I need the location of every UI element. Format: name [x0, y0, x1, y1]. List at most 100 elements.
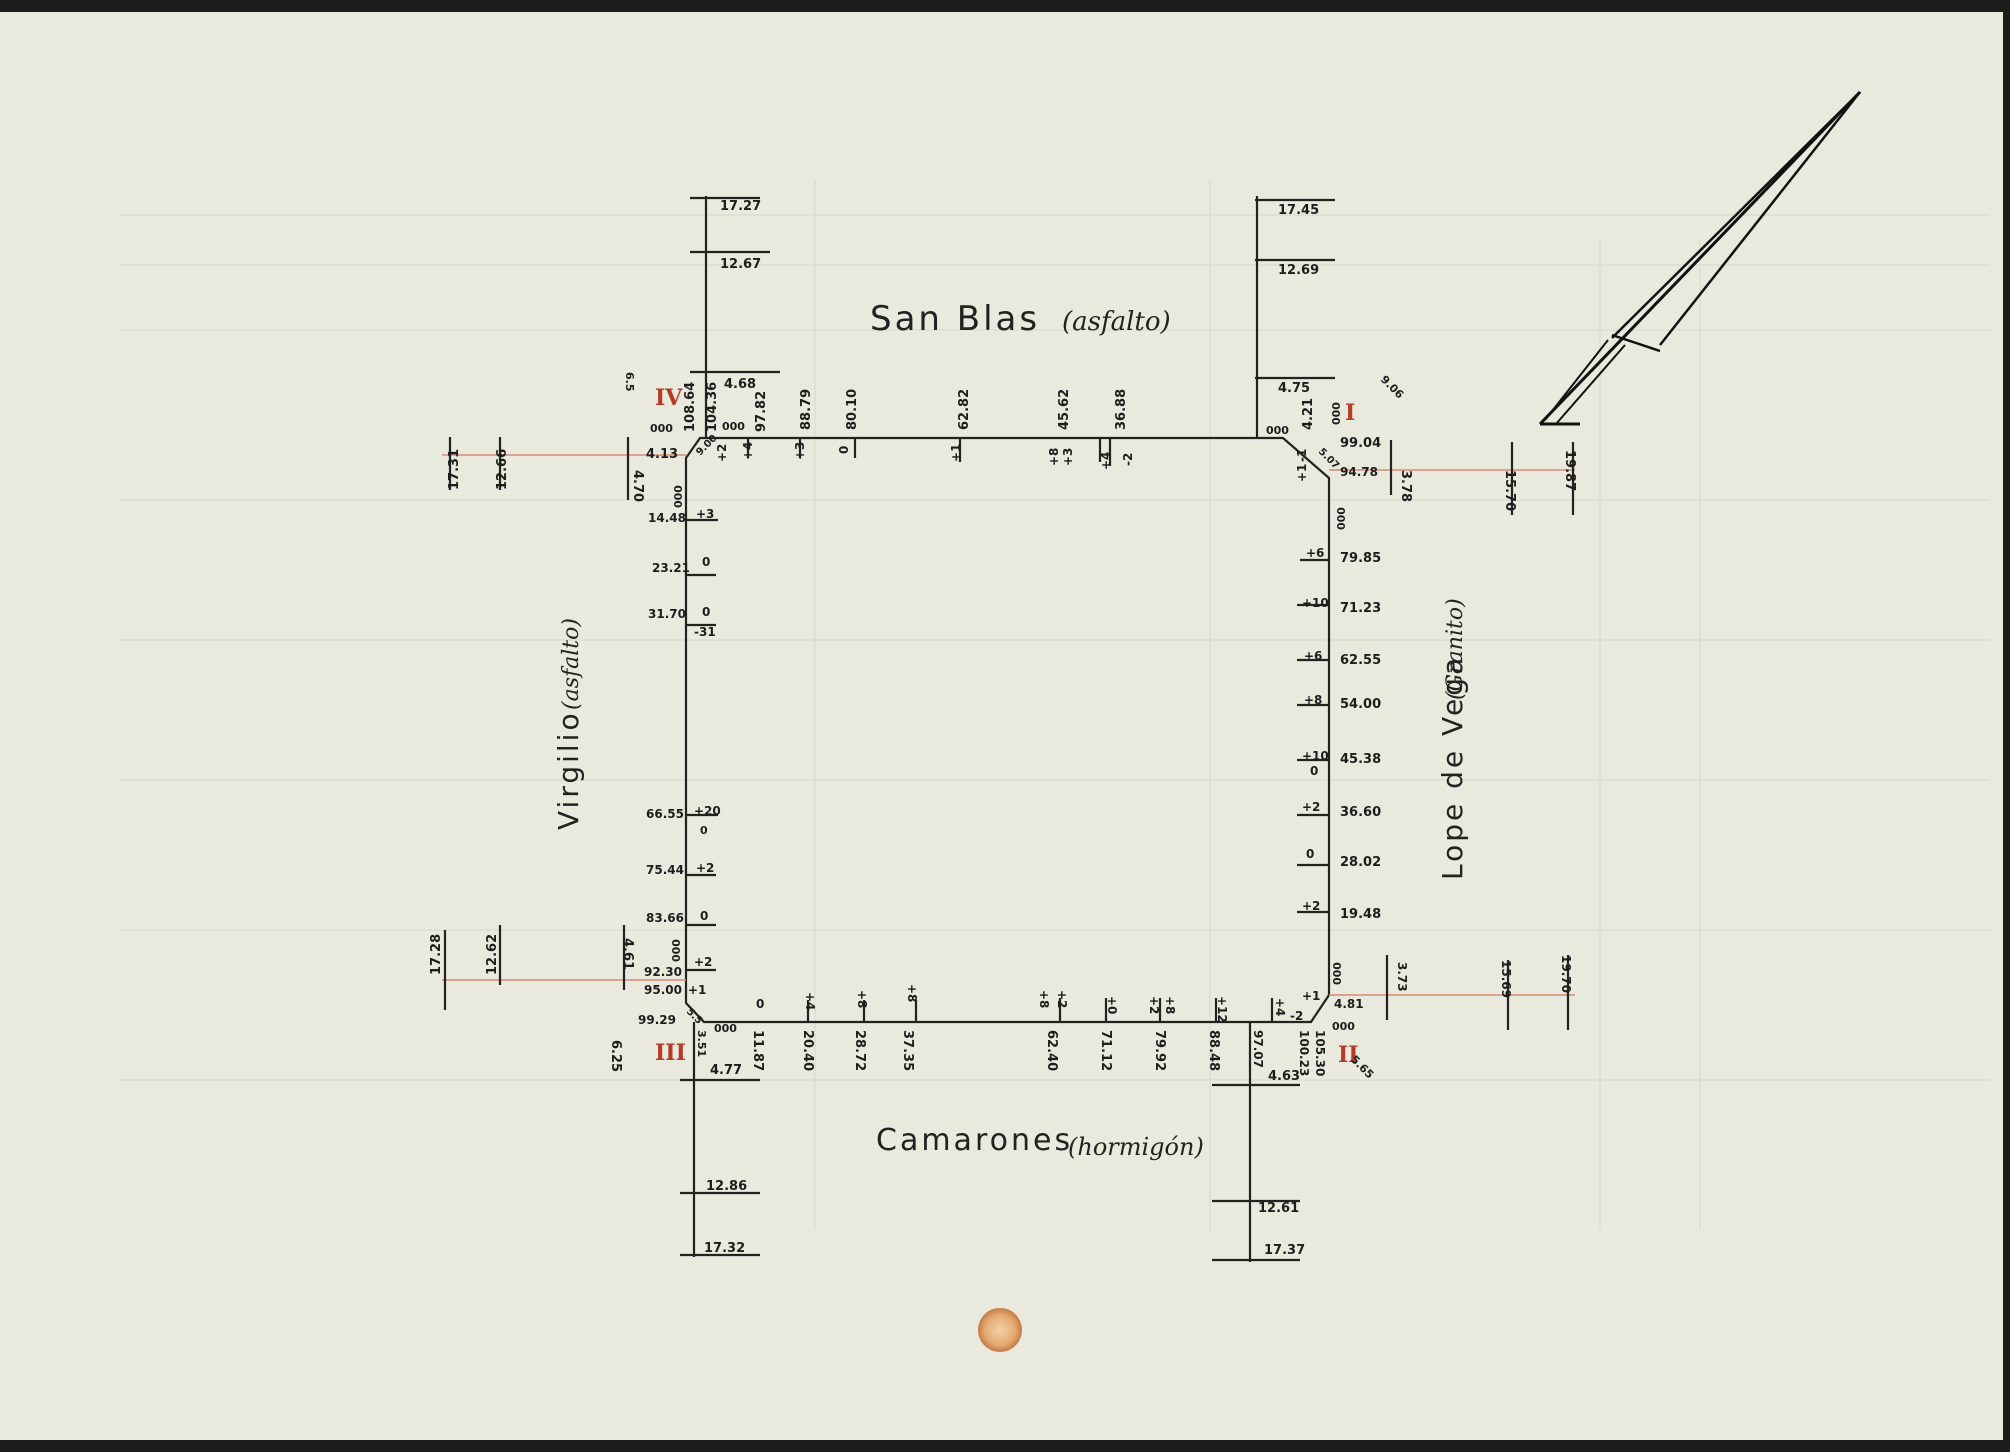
n-offset: +8 — [1047, 448, 1061, 466]
offset-ticks — [686, 438, 1329, 1022]
n-offset: -2 — [1121, 453, 1135, 466]
w-station: 75.44 — [646, 863, 684, 877]
tie-ne-top: 12.69 — [1278, 263, 1319, 278]
tie-ne-top: 17.45 — [1278, 203, 1319, 218]
tie-sw-left: 12.62 — [485, 934, 500, 975]
n-zero: 000 — [1330, 402, 1343, 425]
w-offset: +2 — [696, 861, 714, 875]
tie-ne-right: 3.78 — [1398, 470, 1413, 502]
s-offset: +8 — [1037, 990, 1051, 1008]
street-west-name: Virgilio — [552, 710, 585, 830]
east-stations: 99.04 94.78 79.85 71.23 62.55 54.00 45.3… — [1334, 436, 1381, 1011]
e-offset: +6 — [1304, 649, 1322, 663]
e-station: 4.81 — [1334, 997, 1364, 1011]
tie-misc: 6.5 — [623, 372, 636, 392]
w-station: 4.13 — [646, 447, 678, 462]
north-stations: 108.64 104.36 97.82 88.79 80.10 62.82 45… — [683, 382, 1316, 432]
w-station: 92.30 — [644, 965, 682, 979]
e-offset: +10 — [1302, 749, 1329, 763]
faint-rulings — [120, 180, 1990, 1230]
s-offset: +0 — [1105, 996, 1119, 1014]
street-south-name: Camarones — [876, 1123, 1073, 1158]
n-station: 4.21 — [1301, 398, 1316, 430]
s-station: 105.30 — [1313, 1030, 1327, 1076]
n-station: 45.62 — [1057, 389, 1072, 430]
block-outline — [684, 436, 1331, 1024]
tie-se-right: 15.69 — [1499, 960, 1513, 998]
corner-mark-nw: IV — [655, 385, 683, 411]
n-offset: +2 — [715, 444, 729, 462]
w-station: 99.29 — [638, 1013, 676, 1027]
east-offsets: +6 +10 +6 +8 +10 0 +2 0 +2 +1 +1 — [1295, 464, 1329, 1003]
sw-label: 3.51 — [695, 1030, 708, 1057]
s-station: 100.23 — [1297, 1030, 1311, 1076]
e-station: 99.04 — [1340, 436, 1381, 451]
tie-lines — [443, 196, 1575, 1262]
e-station: 54.00 — [1340, 697, 1381, 712]
s-station: 88.48 — [1206, 1030, 1221, 1071]
n-station: 36.88 — [1114, 389, 1129, 430]
e-station: 19.48 — [1340, 907, 1381, 922]
w-station: 31.70 — [648, 607, 686, 621]
tie-misc: 6.25 — [608, 1040, 623, 1072]
street-east-name: Lope de Vega — [1436, 655, 1469, 880]
w-offset: 0 — [700, 909, 708, 923]
e-station: 94.78 — [1340, 465, 1378, 479]
e-station: 36.60 — [1340, 805, 1381, 820]
s-offset: +2 — [1147, 996, 1161, 1014]
w-station: 23.21 — [652, 561, 690, 575]
tie-se-bottom: 17.37 — [1264, 1243, 1305, 1258]
w-station: 95.00 — [644, 983, 682, 997]
e-zero: 000 — [1331, 962, 1344, 985]
w-zero: 000 — [670, 939, 683, 962]
tie-se-right: 19.70 — [1559, 955, 1573, 993]
tie-nw-top: 17.27 — [720, 199, 761, 214]
south-stations: 11.87 20.40 28.72 37.35 62.40 71.12 79.9… — [750, 1030, 1327, 1076]
tie-nw-left: 12.66 — [495, 449, 510, 490]
s-station: 97.07 — [1251, 1030, 1265, 1068]
s-offset: +12 — [1215, 996, 1229, 1023]
e-offset: +6 — [1306, 546, 1324, 560]
e-offset: +10 — [1302, 596, 1329, 610]
n-offset: 0 — [837, 446, 851, 454]
tie-se-right: 3.73 — [1395, 962, 1409, 992]
tie-nw-left: 17.31 — [447, 449, 462, 490]
s-offset: +2 — [1055, 990, 1069, 1008]
tie-dimensions: 17.27 12.67 4.68 17.45 12.69 4.75 4.77 1… — [429, 199, 1577, 1258]
s-offset: +8 — [855, 990, 869, 1008]
w-station: 83.66 — [646, 911, 684, 925]
n-offset: -1 — [1295, 449, 1309, 462]
e-offset: +1 — [1302, 989, 1320, 1003]
tie-se-bottom: 4.63 — [1268, 1069, 1300, 1084]
e-station: 28.02 — [1340, 855, 1381, 870]
e-station: 45.38 — [1340, 752, 1381, 767]
west-offsets: +3 0 0 -31 +20 0 +2 0 +2 +1 — [688, 507, 721, 997]
e-offset: +2 — [1302, 899, 1320, 913]
tie-sw-bottom: 17.32 — [704, 1241, 745, 1256]
n-zero: 000 — [650, 422, 673, 435]
e-station: 79.85 — [1340, 551, 1381, 566]
paper-stain — [978, 1308, 1022, 1352]
s-offset: +4 — [803, 992, 817, 1010]
e-offset: 0 — [1310, 764, 1318, 778]
tie-nw-top: 4.68 — [724, 377, 756, 392]
tie-ne-right: 15.70 — [1502, 470, 1517, 511]
north-offsets: +2 +4 +3 0 +1 +8 +3 +4 -2 -1 — [715, 442, 1309, 470]
n-station: 62.82 — [957, 389, 972, 430]
w-zero: 000 — [672, 485, 685, 508]
south-offsets: 0 +4 +8 +8 +8 +2 +0 +2 +8 +12 +4 -2 — [756, 984, 1303, 1023]
w-offset: +20 — [694, 804, 721, 818]
e-offset: +1 — [1295, 464, 1309, 482]
n-station: 108.64 — [683, 382, 698, 432]
corner-mark-sw: III — [655, 1040, 686, 1066]
tie-se-bottom: 12.61 — [1258, 1201, 1299, 1216]
n-station: 104.36 — [705, 382, 720, 432]
corner-mark-se: II — [1338, 1042, 1359, 1068]
e-offset: +2 — [1302, 800, 1320, 814]
w-side-label: 4.70 — [630, 470, 645, 502]
s-offset: +4 — [1273, 998, 1287, 1016]
e-station: 71.23 — [1340, 601, 1381, 616]
w-station: 14.48 — [648, 511, 686, 525]
w-offset: 0 — [702, 605, 710, 619]
